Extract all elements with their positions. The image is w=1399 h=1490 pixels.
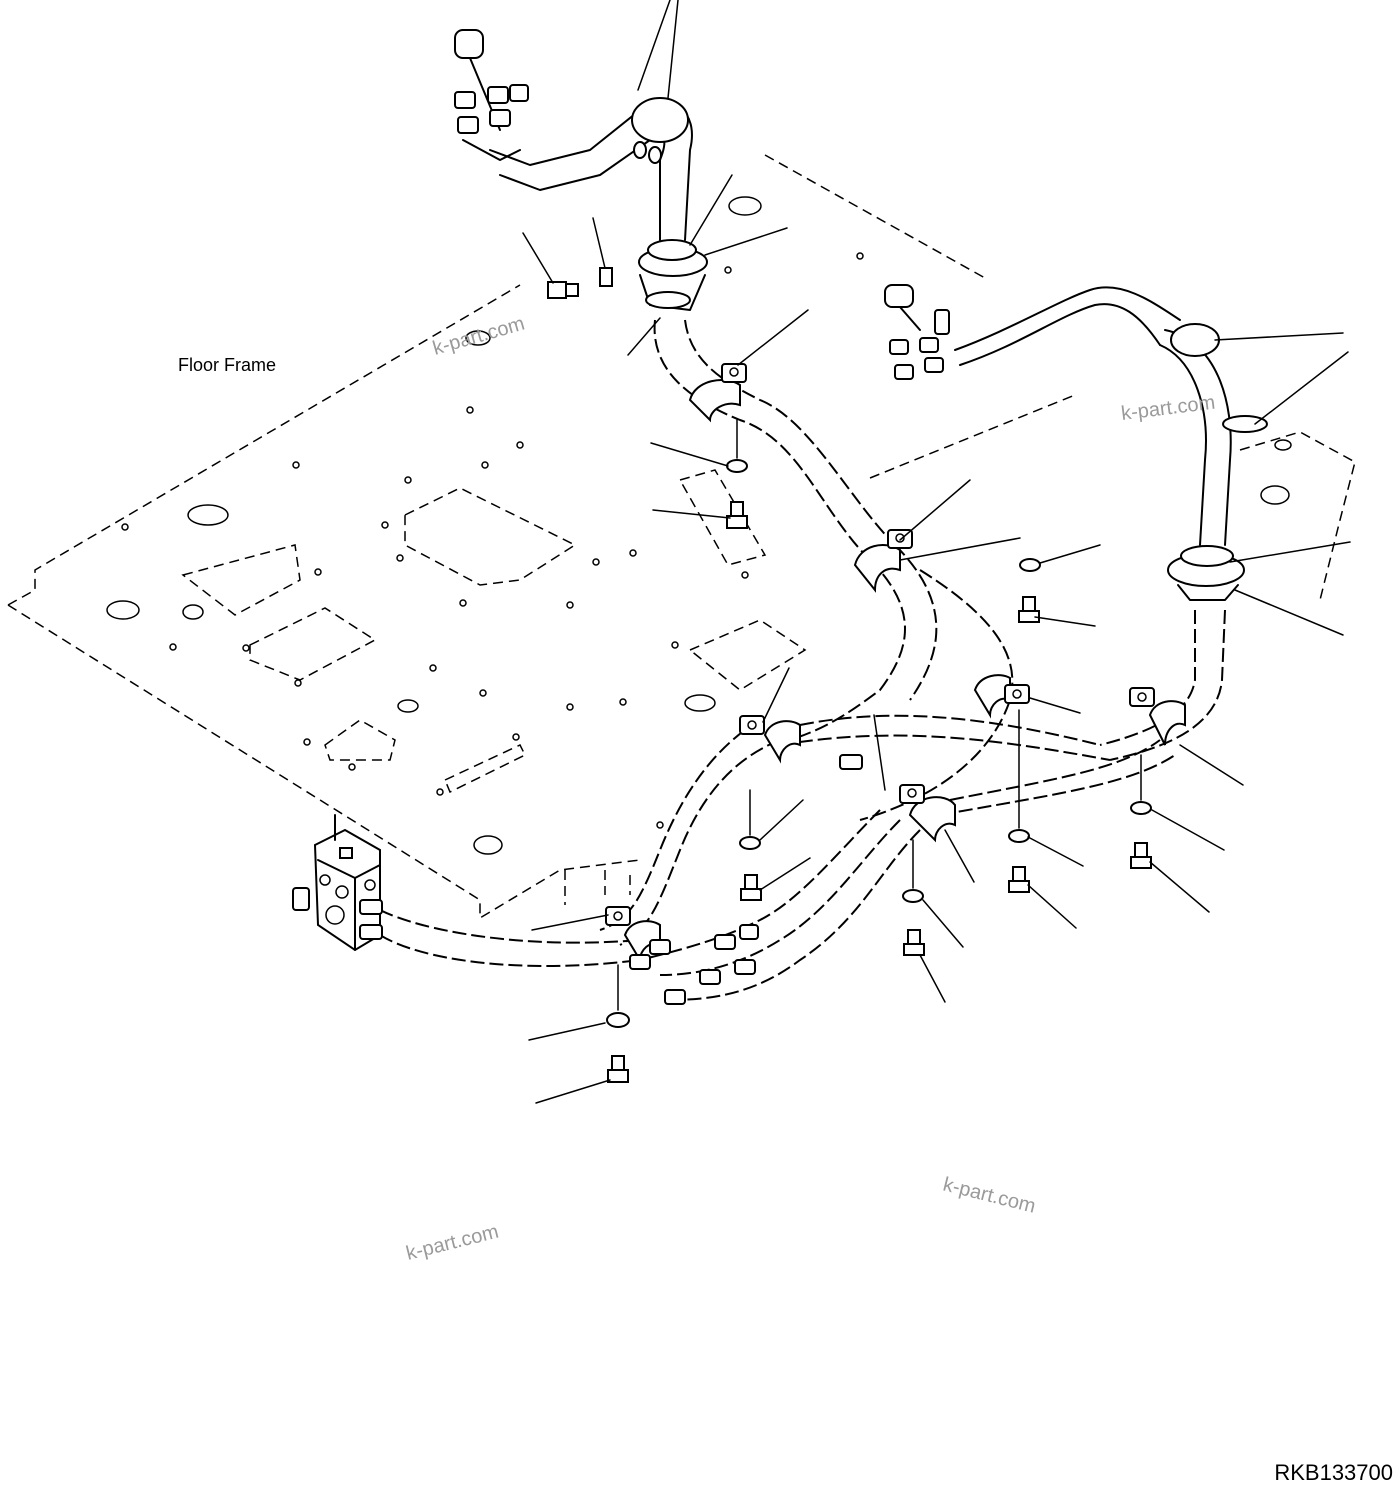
watermark-1: k-part.com: [430, 313, 527, 360]
watermark-2: k-part.com: [1120, 392, 1216, 425]
watermark-3: k-part.com: [941, 1174, 1038, 1218]
floor-frame-plate: [7, 154, 1356, 920]
leader-lines: [522, 0, 1351, 1104]
valve-block: [292, 814, 383, 952]
lower-hose-bundle: [379, 529, 1186, 1005]
right-harness: [884, 284, 1268, 761]
watermark-4: k-part.com: [404, 1221, 501, 1265]
floor-frame-label: Floor Frame: [178, 355, 276, 375]
lower-fasteners: [606, 419, 1152, 1083]
drawing-code: RKB133700: [1274, 1460, 1393, 1485]
left-harness: [454, 29, 896, 561]
